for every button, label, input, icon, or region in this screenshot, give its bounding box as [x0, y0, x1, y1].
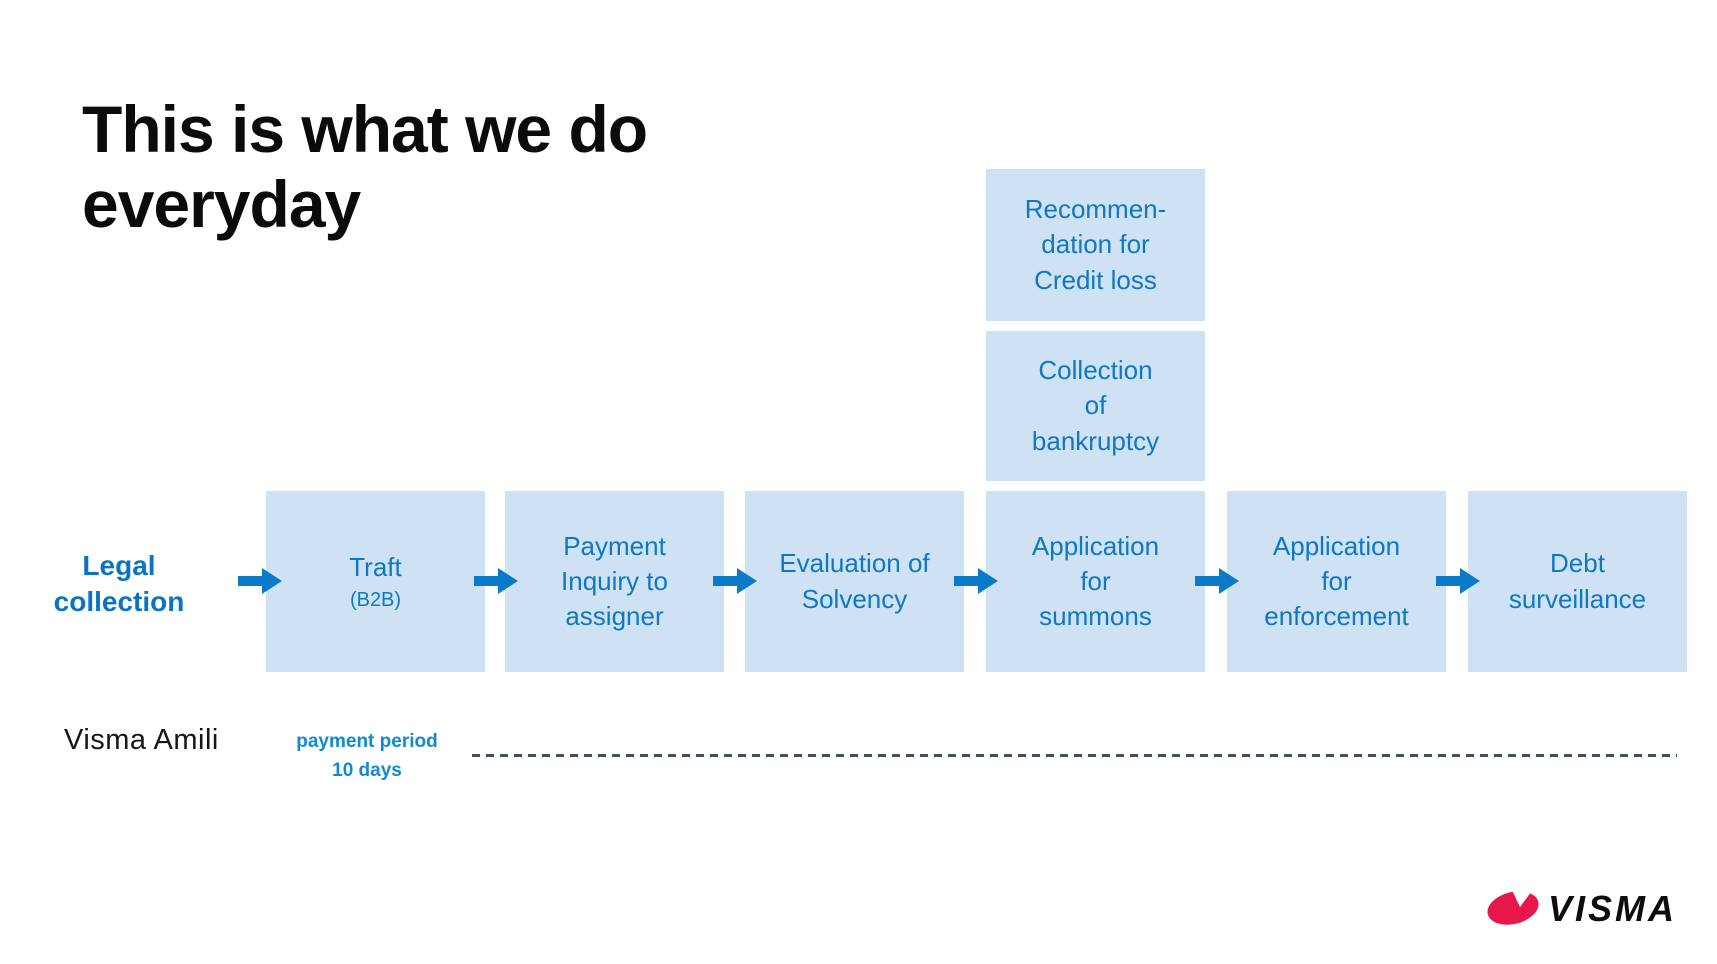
flow-step-application-for-summons: Application for summons: [986, 491, 1205, 672]
flow-step-application-for-enforcement: Application for enforcement: [1227, 491, 1446, 672]
flow-step-sublabel: (B2B): [349, 589, 402, 612]
flow-step-payment-inquiry: Payment Inquiry to assigner: [505, 491, 724, 672]
visma-logo: VISMA: [1487, 884, 1677, 929]
flow-step-label: Debt surveillance: [1508, 548, 1647, 614]
flow-step-label: Evaluation of Solvency: [779, 548, 930, 614]
branch-box-recommendation-credit-loss: Recommen- dation for Credit loss: [986, 169, 1205, 321]
flow-arrow-icon: [713, 568, 757, 594]
flow-step-traft: Traft (B2B): [266, 491, 485, 672]
slide-title: This is what we do everyday: [82, 92, 648, 242]
flow-step-label: Payment Inquiry to assigner: [561, 530, 668, 632]
visma-logo-mark-icon: [1487, 884, 1539, 925]
branch-box-label: Recommen- dation for Credit loss: [1024, 194, 1167, 295]
branch-box-label: Collection of bankruptcy: [1031, 355, 1160, 456]
flow-arrow-icon: [474, 568, 518, 594]
flow-arrow-icon: [1436, 568, 1480, 594]
branch-box-collection-of-bankruptcy: Collection of bankruptcy: [986, 331, 1205, 481]
timeline-dashed-line: [472, 754, 1677, 757]
flow-step-label: Application for summons: [1031, 530, 1160, 632]
flow-step-label: Application for enforcement: [1264, 530, 1409, 632]
flow-step-debt-surveillance: Debt surveillance: [1468, 491, 1687, 672]
footer-brand-visma-amili: Visma Amili: [64, 724, 219, 756]
payment-period-note: payment period 10 days: [296, 731, 438, 782]
flow-step-evaluation-of-solvency: Evaluation of Solvency: [745, 491, 964, 672]
flow-label-legal-collection: Legal collection: [53, 550, 185, 618]
flow-arrow-icon: [238, 568, 282, 594]
flow-arrow-icon: [954, 568, 998, 594]
flow-arrow-icon: [1195, 568, 1239, 594]
flow-step-label: Traft: [349, 551, 402, 582]
visma-logo-wordmark: VISMA: [1548, 888, 1677, 929]
